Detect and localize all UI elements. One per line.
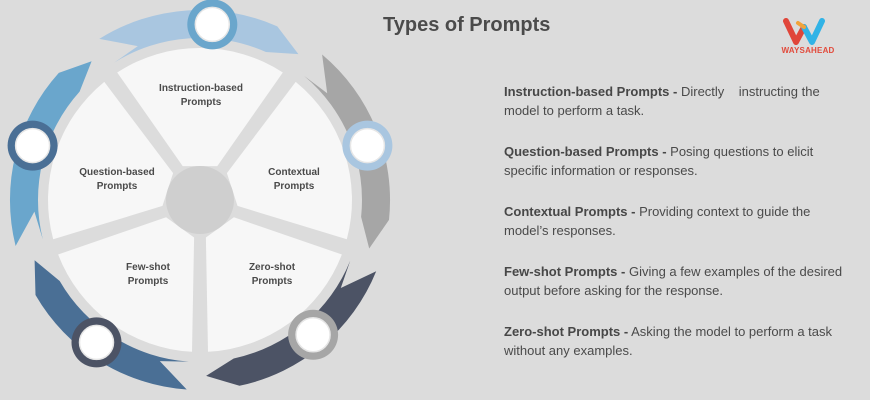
logo-mark [783, 18, 825, 45]
logo-text: WAYSAHEAD [781, 46, 835, 55]
segment-label-line: Zero-shot [248, 262, 296, 273]
node-marker-1 [187, 0, 238, 50]
segment-label-line: Few-shot [126, 262, 170, 273]
description-text: Asking the model to perform a task witho… [504, 324, 833, 358]
description-question-based: Question-based Prompts - Posing question… [504, 142, 850, 180]
node-marker-5 [7, 120, 58, 171]
description-term: Instruction-based Prompts - [504, 84, 678, 99]
segment-label-zero-shot: Zero-shot Prompts [217, 261, 327, 289]
wedge-instruction-based [117, 47, 283, 167]
description-term: Contextual Prompts - [504, 204, 636, 219]
node-marker-2 [342, 120, 393, 171]
node-marker-3 [288, 309, 339, 360]
center-hub [166, 166, 234, 234]
waysahead-logo: WAYSAHEAD [776, 18, 840, 58]
wedge-question-based [48, 81, 174, 240]
segment-label-contextual: Contextual Prompts [239, 166, 349, 194]
ring-arrow-few-shot [34, 260, 189, 390]
segment-label-line: Prompts [251, 276, 293, 287]
ring-arrow-contextual [304, 54, 391, 249]
wedge-few-shot [58, 217, 195, 352]
description-instruction-based: Instruction-based Prompts - Directly ins… [504, 82, 850, 120]
prompt-types-cycle-diagram [7, 0, 393, 390]
segment-label-question-based: Question-based Prompts [62, 166, 172, 194]
ring-arrow-question-based [9, 61, 92, 246]
segment-label-line: Instruction-based [159, 83, 243, 94]
description-text: Providing context to guide the model’s r… [504, 204, 811, 238]
description-contextual: Contextual Prompts - Providing context t… [504, 202, 850, 240]
wedge-contextual [226, 81, 352, 240]
wedge-zero-shot [205, 217, 342, 352]
segment-label-line: Prompts [180, 97, 222, 108]
segment-label-line: Question-based [79, 167, 155, 178]
segment-label-line: Contextual [268, 167, 320, 178]
description-term: Few-shot Prompts - [504, 264, 626, 279]
description-term: Zero-shot Prompts - [504, 324, 629, 339]
segment-label-few-shot: Few-shot Prompts [93, 261, 203, 289]
description-term: Question-based Prompts - [504, 144, 667, 159]
page-title: Types of Prompts [383, 14, 551, 36]
node-marker-4 [71, 317, 122, 368]
segment-label-instruction-based: Instruction-based Prompts [146, 82, 256, 110]
description-zero-shot: Zero-shot Prompts - Asking the model to … [504, 322, 850, 360]
description-few-shot: Few-shot Prompts - Giving a few examples… [504, 262, 850, 300]
segment-label-line: Prompts [273, 181, 315, 192]
segment-label-line: Prompts [96, 181, 138, 192]
segment-label-line: Prompts [127, 276, 169, 287]
description-text: Directly instructing the model to perfor… [504, 84, 824, 118]
description-text: Posing questions to elicit specific info… [504, 144, 814, 178]
description-text: Giving a few examples of the desired out… [504, 264, 843, 298]
ring-arrow-zero-shot [206, 260, 377, 386]
